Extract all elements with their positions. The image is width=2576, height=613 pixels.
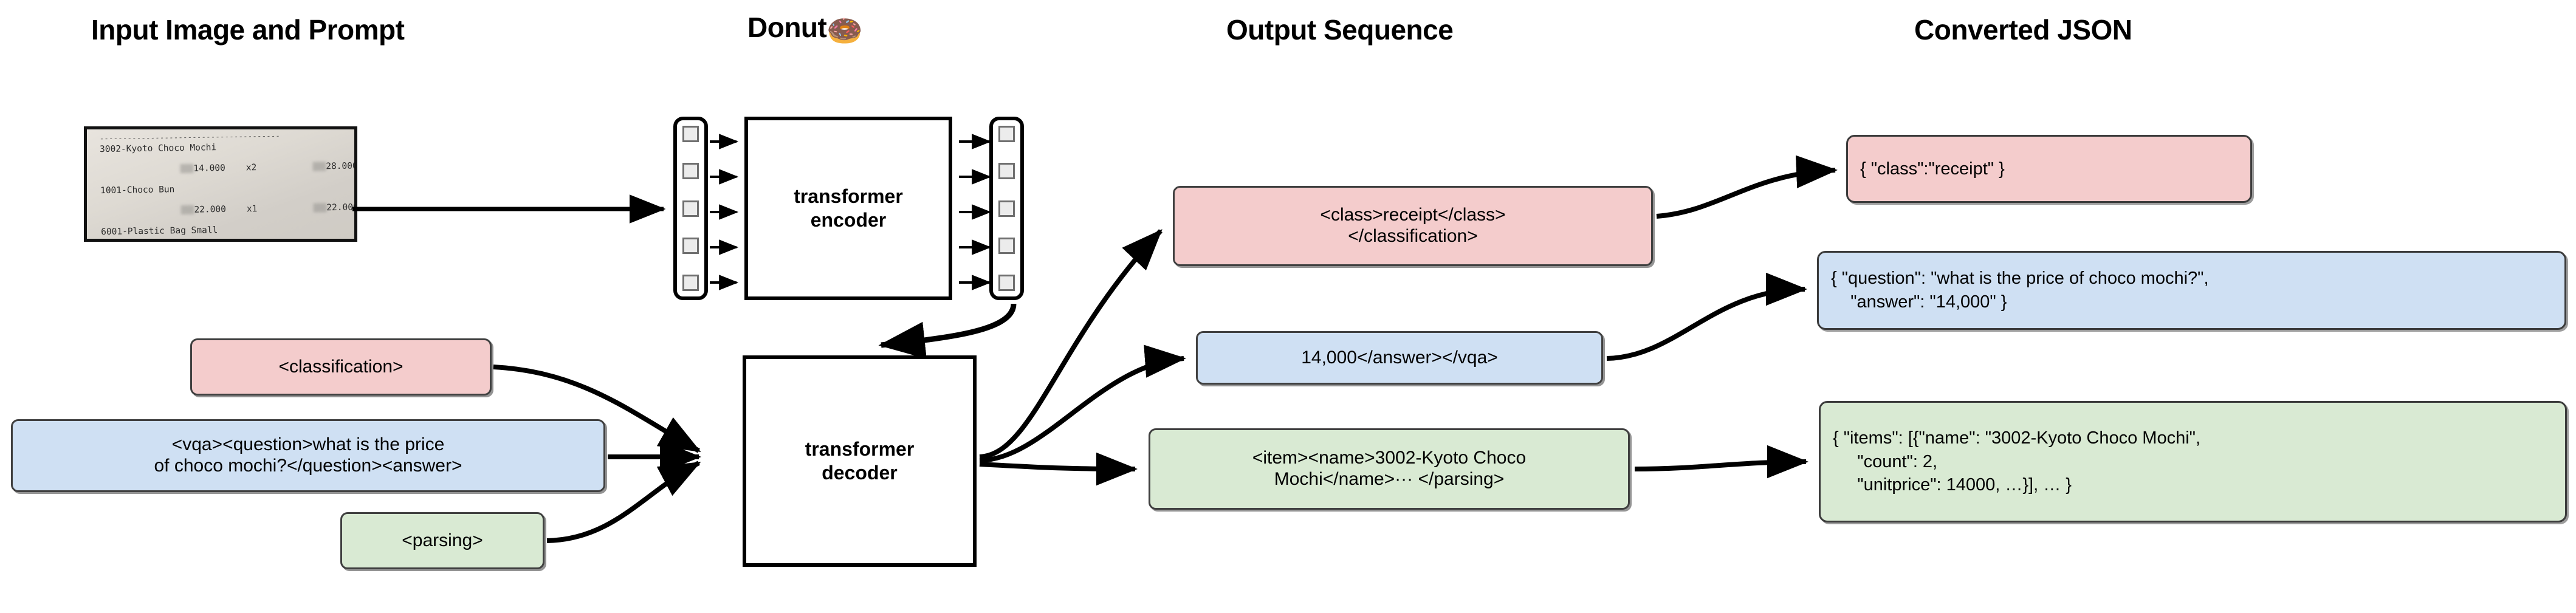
prompt-box-classification[interactable]: <classification> (190, 338, 492, 396)
output-box-parsing[interactable]: <item><name>3002-Kyoto Choco Mochi</name… (1149, 428, 1630, 510)
receipt-item-total-0: 28.000 (326, 161, 357, 172)
receipt-item-detail-0: 14.000 x2 28.000 (100, 152, 354, 183)
blur-patch (180, 205, 194, 215)
encoder-input-token-column (673, 117, 708, 300)
json-box-parsing[interactable]: { "items": [{"name": "3002-Kyoto Choco M… (1819, 401, 2567, 522)
arrow-output-to-json-parsing (1634, 445, 1808, 479)
input-receipt-image: --------------------------------------- … (84, 126, 357, 242)
prompt-box-vqa[interactable]: <vqa><question>what is the price of choc… (11, 419, 605, 492)
receipt-item-price-0: 14.000 (193, 163, 225, 174)
token-square (998, 126, 1015, 142)
blur-patch (312, 162, 326, 171)
transformer-encoder-block: transformer encoder (744, 117, 952, 300)
arrows-encoder-to-tokens (959, 134, 992, 290)
header-donut-label: Donut (747, 12, 827, 43)
blur-patch (313, 203, 327, 213)
receipt-item-price-1: 22.000 (194, 204, 227, 215)
header-input-image-and-prompt: Input Image and Prompt (91, 14, 405, 46)
token-square (682, 237, 699, 254)
token-square (682, 126, 699, 142)
transformer-decoder-label: transformer decoder (805, 437, 915, 484)
token-square (682, 200, 699, 217)
header-donut: Donut🍩 (747, 11, 863, 48)
blur-patch (180, 163, 194, 174)
receipt-item-detail-1: 22.000 x1 22.000 (100, 194, 354, 225)
prompt-box-parsing[interactable]: <parsing> (340, 512, 544, 569)
receipt-item-name-1: 1001-Choco Bun (100, 185, 175, 196)
receipt-divider-top: --------------------------------------- (99, 131, 281, 143)
encoder-output-token-column (989, 117, 1024, 300)
header-converted-json: Converted JSON (1914, 14, 2132, 46)
output-box-classification[interactable]: <class>receipt</class> </classification> (1173, 186, 1653, 266)
arrow-decoder-to-output-parsing (979, 452, 1138, 486)
token-square (998, 163, 1015, 180)
arrow-output-to-json-classification (1656, 155, 1838, 219)
transformer-decoder-block: transformer decoder (743, 355, 977, 567)
header-output-sequence: Output Sequence (1226, 14, 1454, 46)
donut-icon: 🍩 (826, 15, 863, 47)
receipt-item-qty-1: x1 (246, 204, 258, 214)
receipt-item-qty-0: x2 (246, 163, 257, 173)
output-box-vqa[interactable]: 14,000</answer></vqa> (1196, 331, 1603, 385)
token-square (682, 275, 699, 291)
json-box-vqa[interactable]: { "question": "what is the price of choc… (1817, 251, 2566, 330)
token-square (998, 237, 1015, 254)
receipt-item-name-0: 3002-Kyoto Choco Mochi (99, 143, 217, 155)
receipt-item-total-1: 22.000 (326, 202, 357, 213)
token-square (682, 163, 699, 180)
arrows-tokens-into-encoder (710, 134, 739, 290)
arrow-output-to-json-vqa (1606, 272, 1807, 361)
token-square (998, 200, 1015, 217)
token-square (998, 275, 1015, 291)
json-box-classification[interactable]: { "class":"receipt" } (1846, 135, 2252, 203)
arrow-encoder-output-to-decoder (878, 303, 1017, 359)
receipt-item-name-2: 6001-Plastic Bag Small (101, 225, 218, 238)
transformer-encoder-label: transformer encoder (794, 185, 903, 231)
